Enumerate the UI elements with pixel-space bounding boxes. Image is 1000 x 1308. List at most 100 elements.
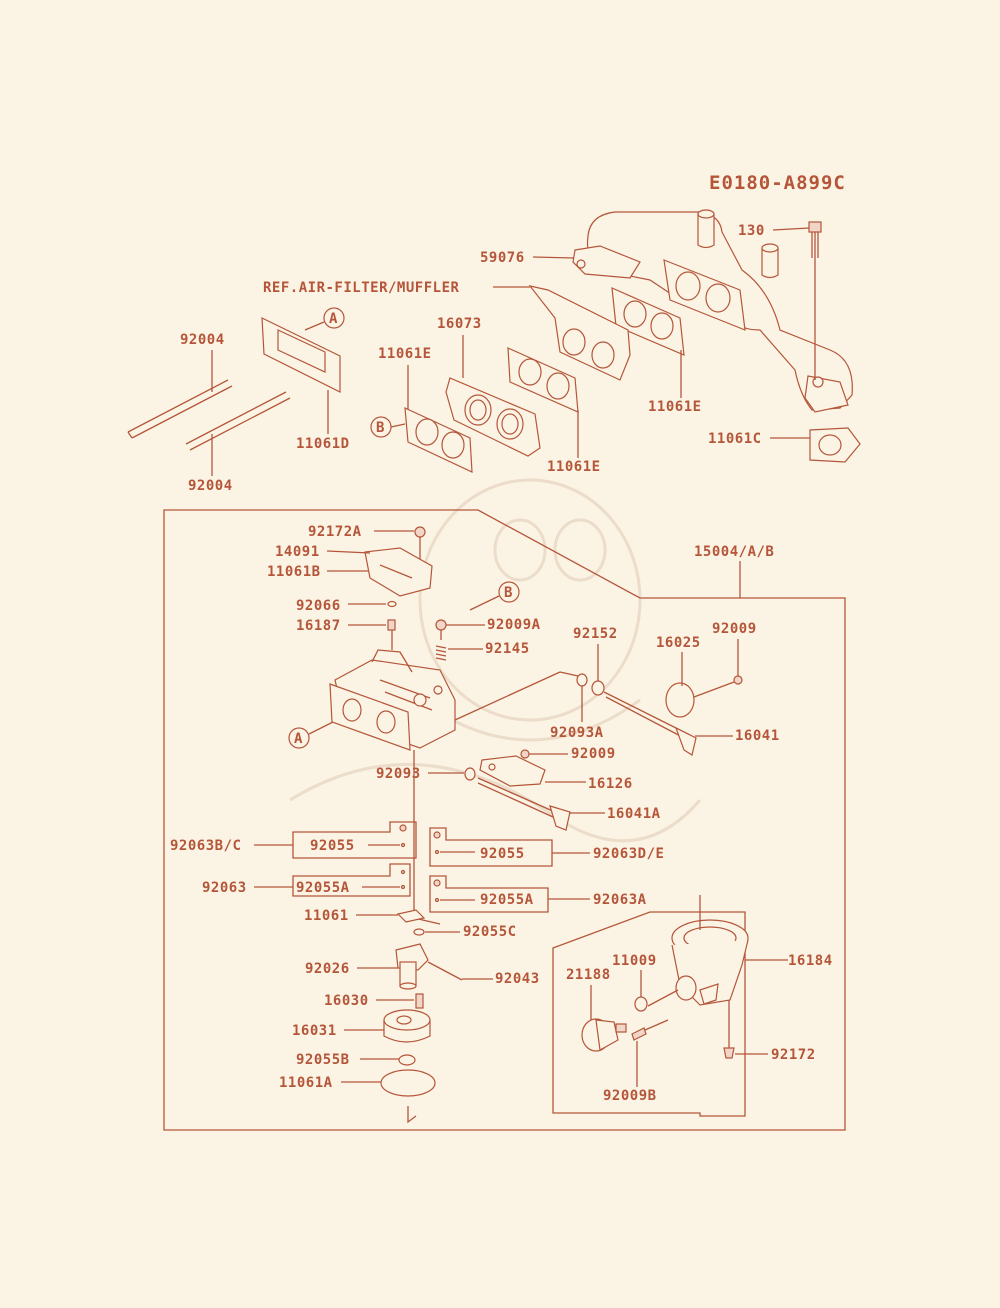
label-16041a: 16041A (607, 806, 661, 822)
assembly-frame (163, 509, 846, 1131)
jet-kit-92063bc (292, 821, 417, 859)
label-92063de: 92063D/E (593, 846, 664, 862)
label-16031: 16031 (292, 1023, 337, 1039)
jet-kit-92063de (429, 827, 553, 867)
needle-16030 (415, 993, 424, 1009)
callout-b-mid: B (469, 581, 520, 611)
label-11061b: 11061B (267, 564, 321, 580)
label-92004-lower: 92004 (188, 478, 233, 494)
screw-92009-top (733, 675, 743, 685)
label-16126: 16126 (588, 776, 633, 792)
shaft-16041a (477, 777, 571, 831)
svg-text:B: B (376, 420, 385, 436)
label-92172a: 92172A (308, 524, 362, 540)
label-11061e-left: 11061E (378, 346, 432, 362)
label-92152: 92152 (573, 626, 618, 642)
gasket-11061c (809, 427, 861, 463)
label-92063: 92063 (202, 880, 247, 896)
label-59076: 59076 (480, 250, 525, 266)
gasket-11061e-left (404, 407, 473, 473)
label-92026: 92026 (305, 961, 350, 977)
stud-92004-upper (127, 379, 233, 439)
label-21188: 21188 (566, 967, 611, 983)
label-16041: 16041 (735, 728, 780, 744)
pump-21188 (581, 1018, 627, 1052)
oring-92055b (398, 1054, 416, 1066)
oring-92055c (413, 928, 425, 936)
screw-92009b (631, 1019, 669, 1041)
intake-manifold (572, 209, 853, 413)
label-92055-right: 92055 (480, 846, 525, 862)
label-92145: 92145 (485, 641, 530, 657)
spring-92145 (435, 645, 447, 661)
svg-text:B: B (504, 585, 513, 601)
label-16184: 16184 (788, 953, 833, 969)
label-130: 130 (738, 223, 765, 239)
screw-92172 (723, 1000, 735, 1059)
screw-92009-mid (520, 749, 530, 759)
valve-16025 (665, 682, 695, 718)
label-11061e-right: 11061E (648, 399, 702, 415)
label-92009b: 92009B (603, 1088, 657, 1104)
diagram-code: E0180-A899C (709, 172, 846, 194)
label-11009: 11009 (612, 953, 657, 969)
insulator-16073 (445, 377, 541, 457)
seal-92093a (576, 673, 588, 687)
stud-92004-lower (185, 391, 291, 451)
label-92009-mid: 92009 (571, 746, 616, 762)
label-92055b: 92055B (296, 1052, 350, 1068)
label-11061e-mid: 11061E (547, 459, 601, 475)
solenoid-92026 (395, 943, 429, 990)
screw-92172a (414, 526, 426, 560)
label-16025: 16025 (656, 635, 701, 651)
subassembly-frame (552, 911, 746, 1117)
bracket-ref (528, 285, 631, 381)
carburetor-body (329, 649, 579, 751)
label-92063bc: 92063B/C (170, 838, 241, 854)
label-11061: 11061 (304, 908, 349, 924)
label-92009a: 92009A (487, 617, 541, 633)
label-92093: 92093 (376, 766, 421, 782)
svg-text:A: A (294, 731, 303, 747)
wire-92043 (427, 961, 463, 981)
housing-16184 (671, 895, 749, 1006)
gasket-11061e-right (611, 287, 685, 356)
plate-16126 (479, 755, 546, 787)
label-16030: 16030 (324, 993, 369, 1009)
oring-11061a (380, 1069, 436, 1097)
label-16073: 16073 (437, 316, 482, 332)
bolt-130 (808, 221, 822, 380)
washer-11009 (634, 996, 648, 1012)
plate-14091 (364, 547, 433, 597)
label-92009-top: 92009 (712, 621, 757, 637)
label-11061c: 11061C (708, 431, 762, 447)
collar-92152 (591, 680, 605, 696)
label-92093a: 92093A (550, 725, 604, 741)
callout-a-mid: A (288, 721, 334, 749)
label-92004-upper: 92004 (180, 332, 225, 348)
label-92063a: 92063A (593, 892, 647, 908)
gasket-11061 (396, 909, 426, 923)
label-11061a: 11061A (279, 1075, 333, 1091)
label-92055a-left: 92055A (296, 880, 350, 896)
screw-92009a (435, 619, 447, 640)
label-92055c: 92055C (463, 924, 517, 940)
arrow-bottom (407, 1106, 417, 1124)
svg-text:A: A (329, 311, 338, 327)
label-92055-left: 92055 (310, 838, 355, 854)
callout-a-top: A (304, 307, 345, 331)
label-ref-air-filter-muffler: REF.AIR-FILTER/MUFFLER (263, 280, 460, 296)
shaft-16041 (603, 691, 697, 756)
label-14091: 14091 (275, 544, 320, 560)
label-92172: 92172 (771, 1047, 816, 1063)
jet-kit-92063 (292, 863, 411, 897)
label-92055a-right: 92055A (480, 892, 534, 908)
label-15004: 15004/A/B (694, 544, 774, 560)
label-16187: 16187 (296, 618, 341, 634)
oring-92066 (387, 600, 397, 608)
callout-b-top: B (370, 416, 406, 438)
label-92043: 92043 (495, 971, 540, 987)
jet-kit-92063a (429, 875, 549, 913)
label-11061d: 11061D (296, 436, 350, 452)
seal-92093 (464, 767, 476, 781)
